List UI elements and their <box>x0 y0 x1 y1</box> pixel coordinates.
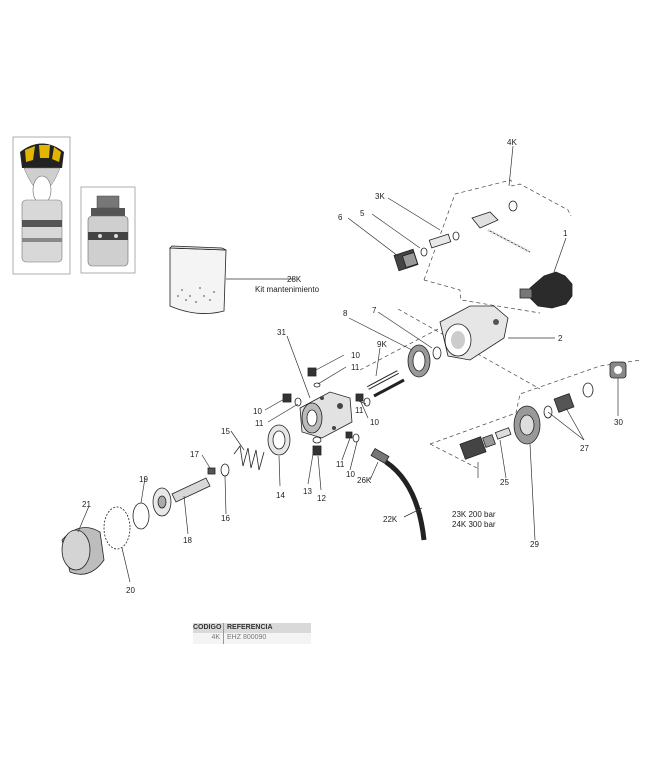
label-24k: 24K 300 bar <box>452 520 496 529</box>
label-23k: 23K 200 bar <box>452 510 496 519</box>
label-kit-name: Kit mantenimiento <box>255 285 320 294</box>
dashed-frame-din <box>429 359 642 469</box>
label-16: 16 <box>221 514 230 523</box>
product-photo-frame-first-stage-yoke <box>12 136 71 275</box>
label-20: 20 <box>126 586 135 595</box>
part-connector-3k <box>428 231 460 249</box>
label-kit-code: 28K <box>287 275 302 284</box>
part-small-orings <box>207 463 230 477</box>
part-handwheel <box>519 271 573 309</box>
label-15: 15 <box>221 427 230 436</box>
label-31: 31 <box>277 328 286 337</box>
label-1: 1 <box>563 229 568 238</box>
label-14: 14 <box>276 491 285 500</box>
label-5: 5 <box>360 209 365 218</box>
label-21: 21 <box>82 500 91 509</box>
part-hose <box>370 447 427 541</box>
reference-table-header: CODIGO REFERENCIA <box>193 623 311 633</box>
part-labels: 4K 3K 5 6 1 2 7 8 9K 31 10 11 10 11 10 1… <box>82 138 623 595</box>
first-stage-yoke-photo <box>20 143 64 263</box>
product-photo-frame-first-stage-din <box>80 186 136 274</box>
cell-code: 4K <box>193 633 224 644</box>
label-18: 18 <box>183 536 192 545</box>
label-11-top: 11 <box>351 363 360 372</box>
part-ring-14 <box>267 424 291 456</box>
part-main-body <box>299 391 353 439</box>
part-lock-ring <box>407 344 442 378</box>
label-11-bottom: 11 <box>336 460 345 469</box>
label-26k: 27 <box>580 444 589 453</box>
leader-lines <box>77 145 619 583</box>
label-13: 13 <box>303 487 312 496</box>
label-10-top: 10 <box>351 351 360 360</box>
dashed-axis-lines <box>359 308 541 390</box>
label-7: 7 <box>372 306 377 315</box>
label-10-right: 10 <box>370 418 379 427</box>
label-19: 19 <box>139 475 148 484</box>
part-din-fitting <box>393 247 428 272</box>
label-11-left: 11 <box>255 419 264 428</box>
label-4k: 4K <box>507 138 517 147</box>
label-11-right: 11 <box>355 406 364 415</box>
label-10-left: 10 <box>253 407 262 416</box>
part-din-nut <box>553 361 627 413</box>
label-12: 12 <box>317 494 326 503</box>
label-17: 17 <box>190 450 199 459</box>
label-2: 2 <box>558 334 563 343</box>
part-plugs-and-orings <box>282 367 371 456</box>
part-piston <box>152 477 211 517</box>
label-3k: 3K <box>375 192 385 201</box>
part-cap-assembly <box>61 502 150 575</box>
reference-table: CODIGO REFERENCIA 4K EHZ 800090 <box>193 623 311 644</box>
label-25: 25 <box>500 478 509 487</box>
label-8: 8 <box>343 309 348 318</box>
label-22k: 22K <box>383 515 398 524</box>
cell-reference: EHZ 800090 <box>227 634 267 641</box>
label-27: 29 <box>530 540 539 549</box>
label-10-bottom: 10 <box>346 470 355 479</box>
label-30: 30 <box>614 418 623 427</box>
dashed-frame-4k <box>423 179 572 314</box>
part-din-wheel <box>513 405 553 445</box>
part-filter-kit <box>367 370 405 398</box>
part-dust-cap <box>471 200 531 254</box>
first-stage-din-photo <box>87 195 129 267</box>
part-din-connector <box>459 427 512 460</box>
label-29: 26K <box>357 476 372 485</box>
reference-table-row: 4K EHZ 800090 <box>193 633 311 644</box>
part-spring <box>233 444 265 471</box>
label-9k: 9K <box>377 340 387 349</box>
label-6: 6 <box>338 213 343 222</box>
header-reference: REFERENCIA <box>227 624 273 631</box>
header-code: CODIGO <box>193 623 224 633</box>
maintenance-kit-bag <box>169 245 227 314</box>
part-yoke <box>439 305 509 361</box>
